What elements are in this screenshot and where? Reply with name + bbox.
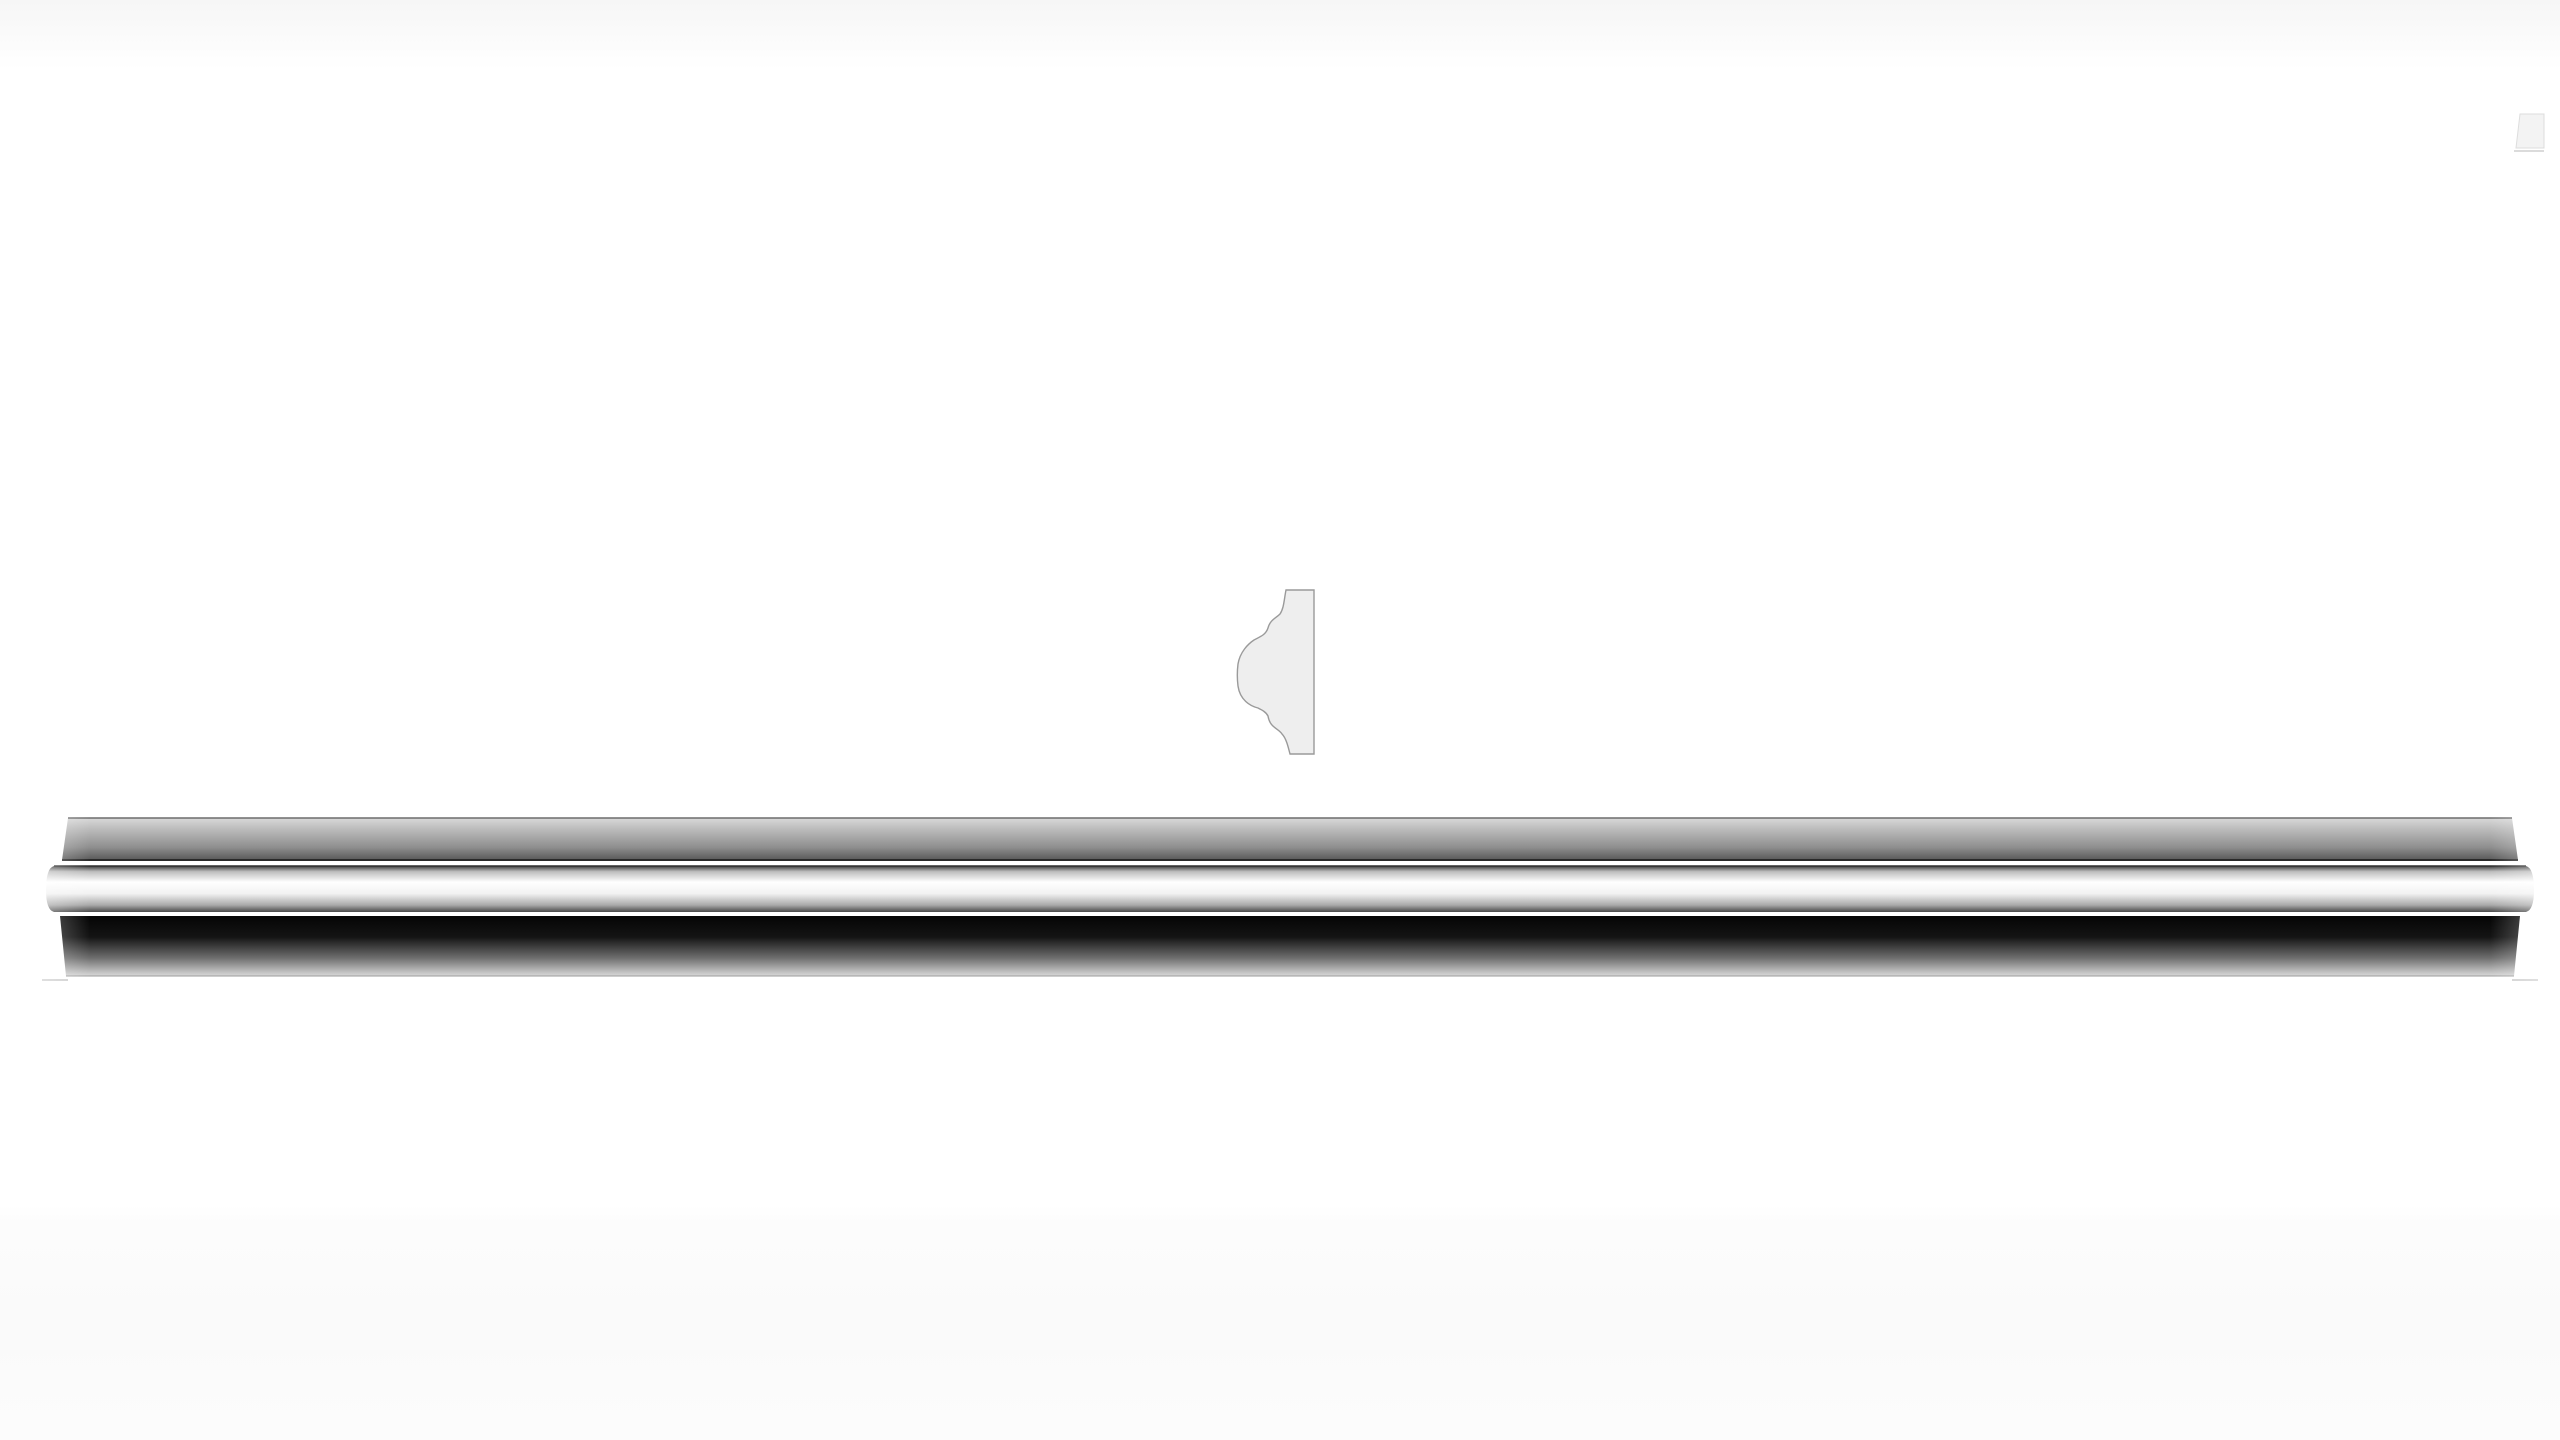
top-background-band bbox=[0, 0, 2560, 70]
molding-profile-cross-section bbox=[1236, 589, 1315, 755]
bottom-background-band bbox=[0, 1205, 2560, 1440]
profile-shape bbox=[1236, 589, 1315, 755]
corner-fragment-icon bbox=[2514, 113, 2545, 152]
molding-bar-render bbox=[40, 812, 2540, 982]
